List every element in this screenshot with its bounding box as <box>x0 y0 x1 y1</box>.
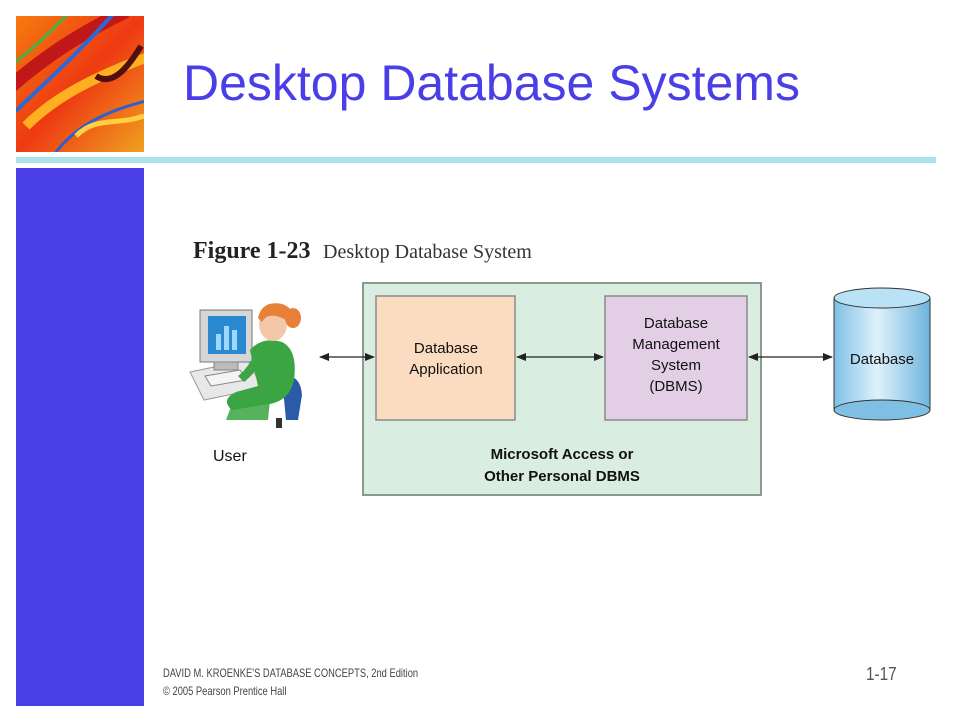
user-label: User <box>213 448 247 465</box>
footer-book-title: DAVID M. KROENKE'S DATABASE CONCEPTS, 2n… <box>163 666 419 680</box>
footer-copyright: © 2005 Pearson Prentice Hall <box>163 684 287 698</box>
database-application-box <box>375 295 516 421</box>
slide-number: 1-17 <box>866 664 897 684</box>
slide-title: Desktop Database Systems <box>183 55 800 111</box>
footer-credits: DAVID M. KROENKE'S DATABASE CONCEPTS, 2n… <box>163 664 418 700</box>
figure-number: Figure 1-23 <box>193 238 311 264</box>
user-computer-icon <box>189 303 302 428</box>
dbms-box-line1: Database <box>644 315 708 332</box>
title-divider <box>16 157 936 163</box>
figure-caption: Figure 1-23 Desktop Database System <box>193 239 532 263</box>
database-label: Database <box>850 351 914 368</box>
left-sidebar-bar <box>16 168 144 706</box>
dbms-box-line4: (DBMS) <box>649 378 702 395</box>
corner-artwork <box>16 16 144 152</box>
figure-title: Desktop Database System <box>323 241 532 263</box>
dbms-box-line2: Management <box>632 336 720 353</box>
database-cylinder <box>833 287 931 421</box>
app-box-line1: Database <box>414 340 478 357</box>
container-label-line2: Other Personal DBMS <box>484 468 640 485</box>
app-box-line2: Application <box>409 361 482 378</box>
dbms-box-line3: System <box>651 357 701 374</box>
dbms-box <box>604 295 748 421</box>
container-label-line1: Microsoft Access or <box>491 446 634 463</box>
